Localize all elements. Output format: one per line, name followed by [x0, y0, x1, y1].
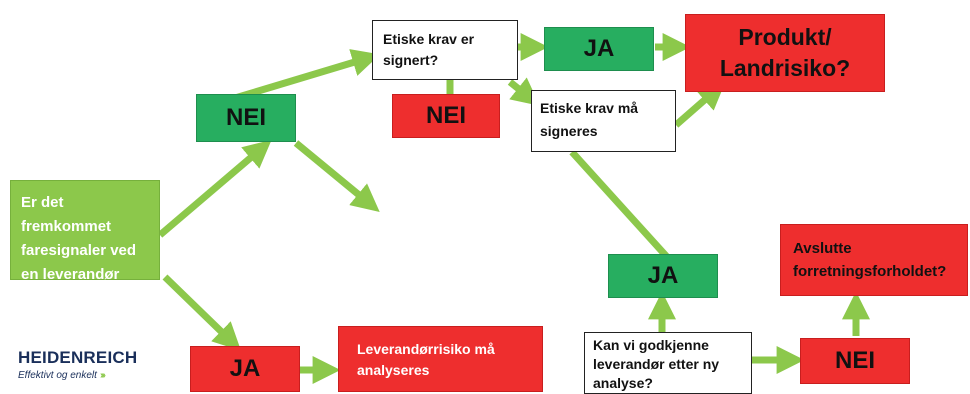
produkt-land-box: Produkt/ Landrisiko?: [685, 14, 885, 92]
nei-bottom-right-label: NEI: [834, 347, 875, 374]
etiske-ma-text: Etiske krav må signeres: [540, 100, 639, 139]
chevron-right-icon: ›››: [99, 370, 106, 381]
etiske-ma-box: Etiske krav må signeres: [531, 90, 676, 152]
ja-top-label: JA: [583, 35, 615, 62]
arrow-nei-branch: [293, 140, 380, 213]
godkjenne-box: Kan vi godkjenne leverandør etter ny ana…: [584, 332, 752, 394]
nei-bottom-right-box: NEI: [800, 338, 910, 384]
arrow-start-to-ja: [162, 274, 242, 351]
ja-bottom-left-label: JA: [229, 355, 261, 382]
ja-bottom-left-box: JA: [190, 346, 300, 392]
leverandor-risiko-text: Leverandørrisiko må analyseres: [357, 341, 495, 378]
logo-tagline: Effektivt og enkelt: [18, 370, 97, 381]
nei-top-label: NEI: [225, 104, 266, 131]
avslutte-text: Avslutte forretningsforholdet?: [793, 240, 947, 280]
logo-name: HEIDENREICH: [18, 348, 138, 367]
godkjenne-text: Kan vi godkjenne leverandør etter ny ana…: [593, 337, 720, 391]
nei-top-box: NEI: [196, 94, 296, 142]
nei-mid-label: NEI: [425, 102, 466, 129]
arrow-nei-to-etiske: [233, 49, 381, 102]
avslutte-box: Avslutte forretningsforholdet?: [780, 224, 968, 296]
produkt-land-text: Produkt/ Landrisiko?: [719, 24, 851, 81]
start-box: Er det fremkommet faresignaler ved en le…: [10, 180, 160, 283]
arrow-etiske-to-ma: [507, 77, 540, 106]
ja-top-box: JA: [544, 27, 654, 71]
start-text: Er det fremkommet faresignaler ved en le…: [21, 194, 137, 283]
nei-mid-box: NEI: [392, 94, 500, 138]
logo-tagline-row: Effektivt og enkelt ›››: [18, 370, 137, 381]
heidenreich-logo: HEIDENREICH Effektivt og enkelt ›››: [18, 348, 137, 381]
line-ma-to-ja: [569, 149, 671, 261]
arrow-start-to-nei: [157, 139, 272, 238]
ja-mid-right-box: JA: [608, 254, 718, 298]
etiske-signert-box: Etiske krav er signert?: [372, 20, 518, 80]
arrow-ma-to-produkt: [673, 81, 726, 128]
leverandor-risiko-box: Leverandørrisiko må analyseres: [338, 326, 543, 392]
ja-mid-right-label: JA: [647, 262, 679, 289]
etiske-signert-text: Etiske krav er signert?: [383, 31, 475, 68]
